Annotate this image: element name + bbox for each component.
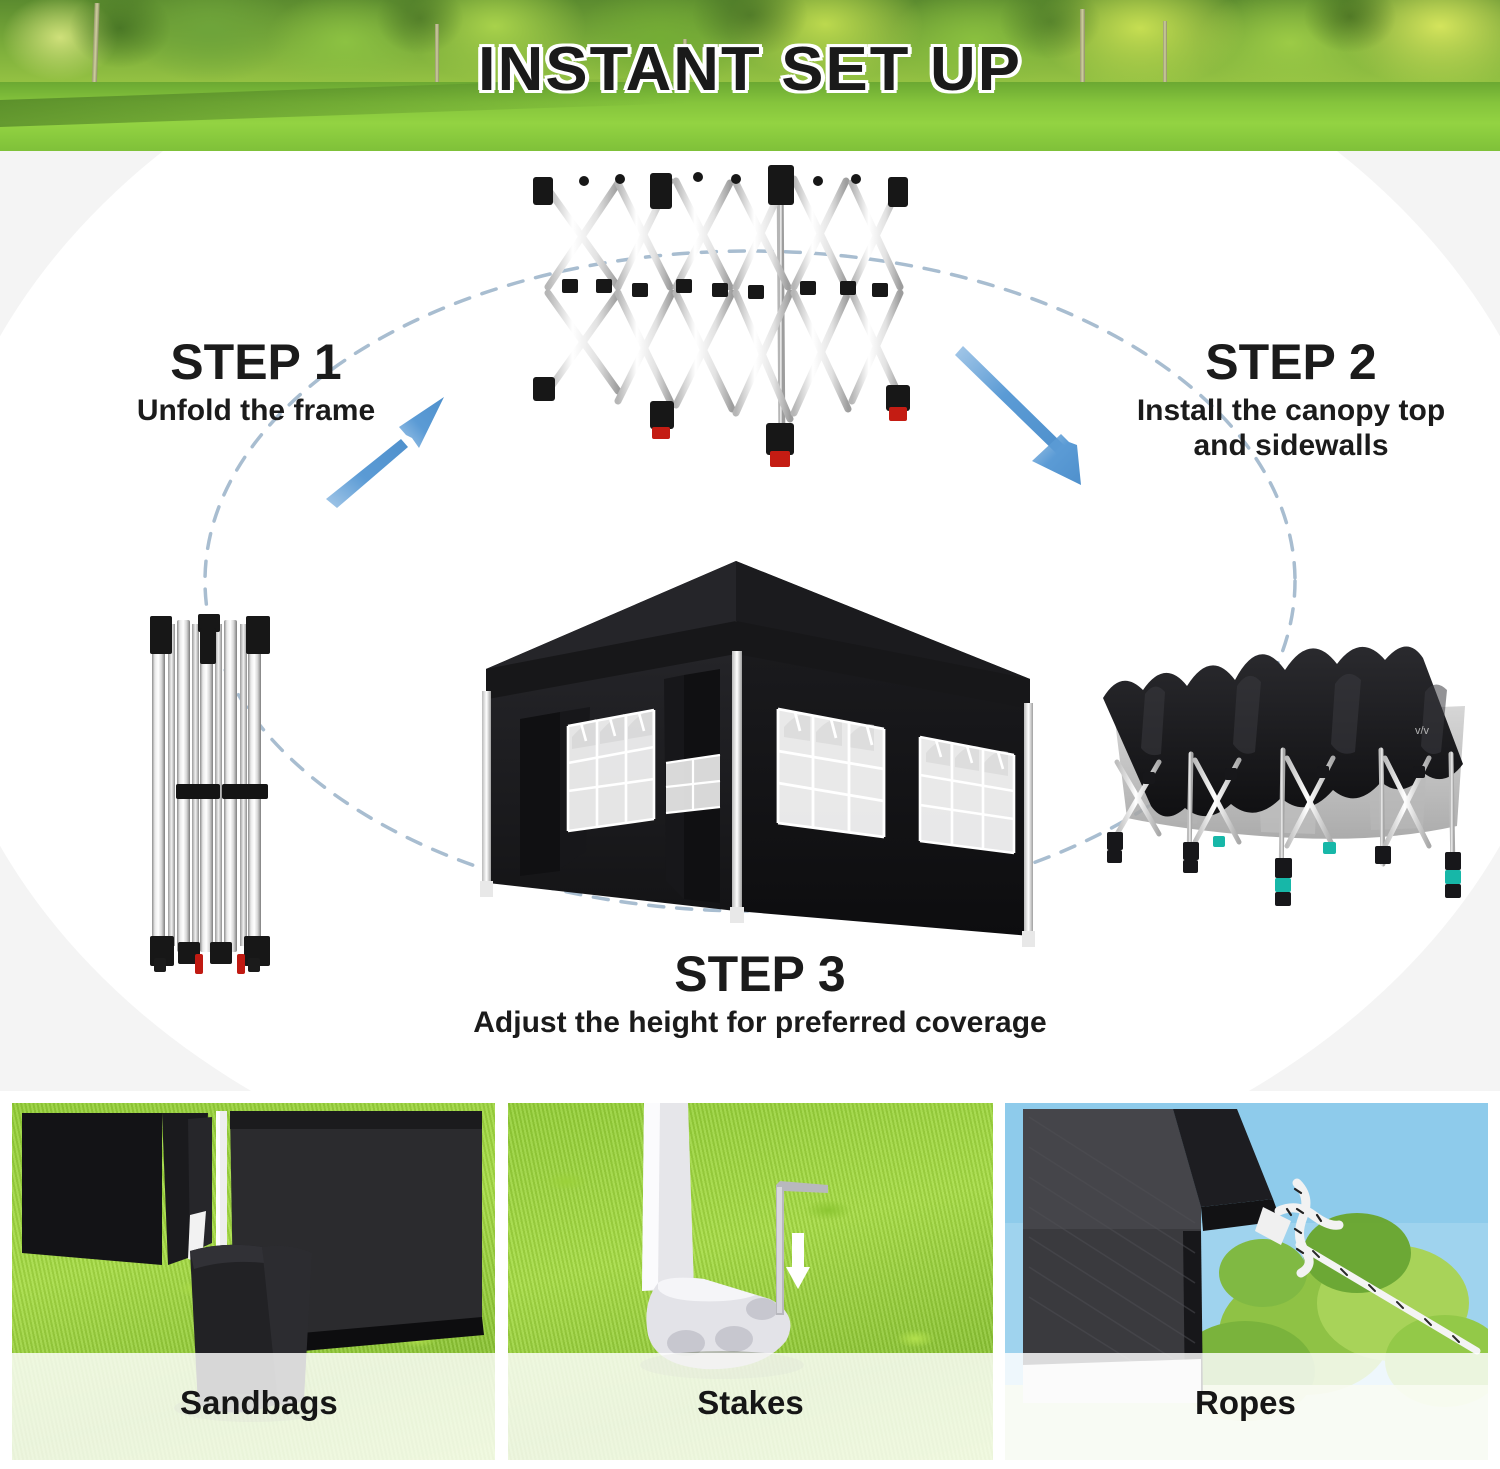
tree-trunk (1162, 21, 1167, 100)
caption-overlay (508, 1353, 993, 1460)
photo-lawn (0, 81, 1500, 151)
step-1-description: Unfold the frame (136, 394, 376, 427)
step-1-title: STEP 1 (170, 334, 342, 390)
step-2-block: STEP 2 Install the canopy top and sidewa… (1082, 337, 1500, 464)
stake-photo (640, 1103, 828, 1379)
accessory-label-sandbags: Sandbags (180, 1384, 338, 1421)
step-1-block: STEP 1 Unfold the frame (46, 337, 466, 429)
tree-trunk (1080, 9, 1085, 103)
accessory-panel-sandbags: Sandbags (12, 1103, 495, 1460)
park-photo (0, 0, 1500, 151)
step-3-description: Adjust the height for preferred coverage (473, 1006, 1047, 1039)
folded-frame-illustration (148, 606, 278, 974)
steps-stage: v/v (0, 151, 1500, 1091)
sandbag-photo (22, 1111, 484, 1422)
accessory-label-ropes: Ropes (1195, 1384, 1296, 1421)
caption-overlay (1005, 1353, 1488, 1460)
step-2-description: Install the canopy top and sidewalls (1082, 394, 1500, 464)
tree-trunk (682, 39, 687, 106)
svg-text:v/v: v/v (1415, 725, 1430, 737)
step-2-description-line-1: Install the canopy top (1136, 394, 1446, 427)
accessory-panel-ropes: Ropes (1005, 1103, 1488, 1460)
step-3-title: STEP 3 (674, 946, 846, 1002)
assembled-canopy-tent-illustration (480, 561, 1035, 947)
unfolded-scissor-frame-illustration (533, 165, 910, 467)
tree-trunk (435, 24, 439, 103)
accessories-panel-row: Sandbags (0, 1091, 1500, 1469)
accessory-panel-stakes: Stakes (508, 1103, 993, 1460)
banner-title: INSTANT SET UP (478, 35, 1022, 104)
accessory-label-stakes: Stakes (697, 1384, 804, 1421)
canopy-top-installed-illustration: v/v (1103, 646, 1465, 906)
step-3-block: STEP 3 Adjust the height for preferred c… (380, 949, 1140, 1041)
step-2-title: STEP 2 (1205, 334, 1377, 390)
dashed-oval-path-icon (203, 249, 1297, 913)
caption-overlay (12, 1353, 495, 1460)
step-2-description-line-2: and sidewalls (1193, 428, 1389, 462)
photo-trees-shadowed (0, 0, 1500, 84)
hero-banner: INSTANT SET UP (0, 0, 1500, 151)
